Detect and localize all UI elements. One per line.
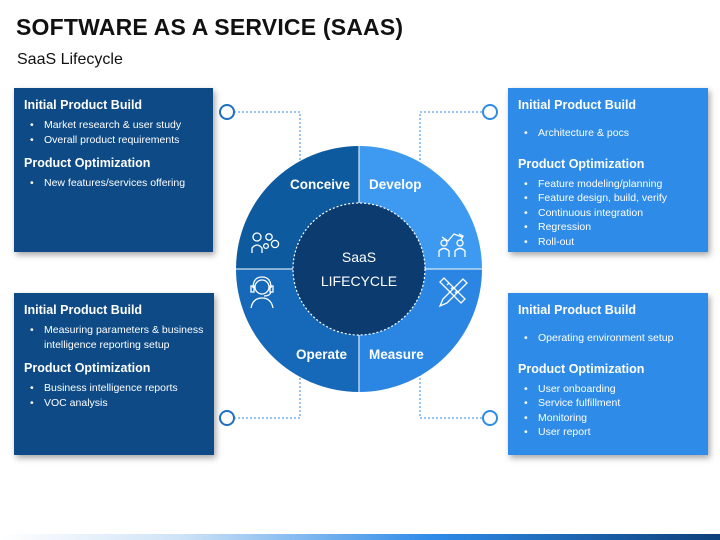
page-subtitle: SaaS Lifecycle bbox=[17, 51, 123, 68]
list-item: New features/services offering bbox=[30, 176, 203, 191]
card-heading: Initial Product Build bbox=[518, 303, 637, 317]
list-item: Business intelligence reports bbox=[30, 381, 204, 396]
card-list: Measuring parameters & business intellig… bbox=[24, 323, 204, 352]
card-heading: Product Optimization bbox=[24, 156, 151, 170]
card-list: New features/services offering bbox=[24, 176, 203, 191]
list-item: Operating environment setup bbox=[524, 331, 698, 346]
ruler-pencil-icon bbox=[438, 277, 468, 308]
segment-label-develop: Develop bbox=[369, 177, 422, 192]
segment-label-operate: Operate bbox=[296, 347, 348, 362]
connector-top-right bbox=[419, 111, 486, 160]
page-title: SOFTWARE AS A SERVICE (SAAS) bbox=[16, 14, 404, 40]
connector-bottom-left bbox=[234, 372, 301, 419]
list-item: Regression bbox=[524, 220, 698, 235]
list-item: Monitoring bbox=[524, 411, 698, 426]
connector-bottom-right bbox=[419, 372, 486, 419]
card-operate: Initial Product Build Measuring paramete… bbox=[14, 293, 214, 455]
card-list: Architecture & pocs bbox=[518, 126, 698, 141]
list-item: Overall product requirements bbox=[30, 133, 203, 148]
card-heading: Initial Product Build bbox=[24, 98, 143, 112]
connector-top-left bbox=[234, 111, 301, 160]
center-hub bbox=[292, 202, 426, 336]
card-heading: Initial Product Build bbox=[24, 303, 143, 317]
list-item: Roll-out bbox=[524, 235, 698, 250]
connector-knob-top-right bbox=[482, 104, 498, 120]
list-item: VOC analysis bbox=[30, 396, 204, 411]
list-item: Feature modeling/planning bbox=[524, 177, 698, 192]
connector-knob-bottom-right bbox=[482, 410, 498, 426]
card-list: Feature modeling/planning Feature design… bbox=[518, 177, 698, 250]
list-item: Service fulfillment bbox=[524, 396, 698, 411]
list-item: Market research & user study bbox=[30, 118, 203, 133]
card-list: Operating environment setup bbox=[518, 331, 698, 346]
card-list: Market research & user study Overall pro… bbox=[24, 118, 203, 147]
growth-chart-icon bbox=[438, 233, 466, 257]
connector-knob-top-left bbox=[219, 104, 235, 120]
card-heading: Initial Product Build bbox=[518, 98, 637, 112]
list-item: Feature design, build, verify bbox=[524, 191, 698, 206]
list-item: Architecture & pocs bbox=[524, 126, 698, 141]
list-item: Continuous integration bbox=[524, 206, 698, 221]
list-item: User onboarding bbox=[524, 382, 698, 397]
card-heading: Product Optimization bbox=[24, 361, 151, 375]
segment-label-conceive: Conceive bbox=[290, 177, 351, 192]
list-item: User report bbox=[524, 425, 698, 440]
card-list: User onboarding Service fulfillment Moni… bbox=[518, 382, 698, 440]
headset-agent-icon bbox=[250, 276, 274, 309]
segment-label-measure: Measure bbox=[369, 347, 424, 362]
center-label-line2: LIFECYCLE bbox=[321, 273, 397, 289]
card-list: Business intelligence reports VOC analys… bbox=[24, 381, 204, 410]
center-label-line1: SaaS bbox=[342, 249, 376, 265]
card-measure: Initial Product Build Operating environm… bbox=[508, 293, 708, 455]
connectors bbox=[234, 111, 486, 419]
card-heading: Product Optimization bbox=[518, 361, 645, 376]
connector-knob-bottom-left bbox=[219, 410, 235, 426]
card-conceive: Initial Product Build Market research & … bbox=[14, 88, 213, 252]
card-heading: Product Optimization bbox=[518, 156, 645, 171]
list-item: Measuring parameters & business intellig… bbox=[30, 323, 204, 352]
card-develop: Initial Product Build Architecture & poc… bbox=[508, 88, 708, 252]
idea-gears-icon bbox=[251, 232, 280, 253]
footer-gradient-bar bbox=[0, 534, 720, 540]
